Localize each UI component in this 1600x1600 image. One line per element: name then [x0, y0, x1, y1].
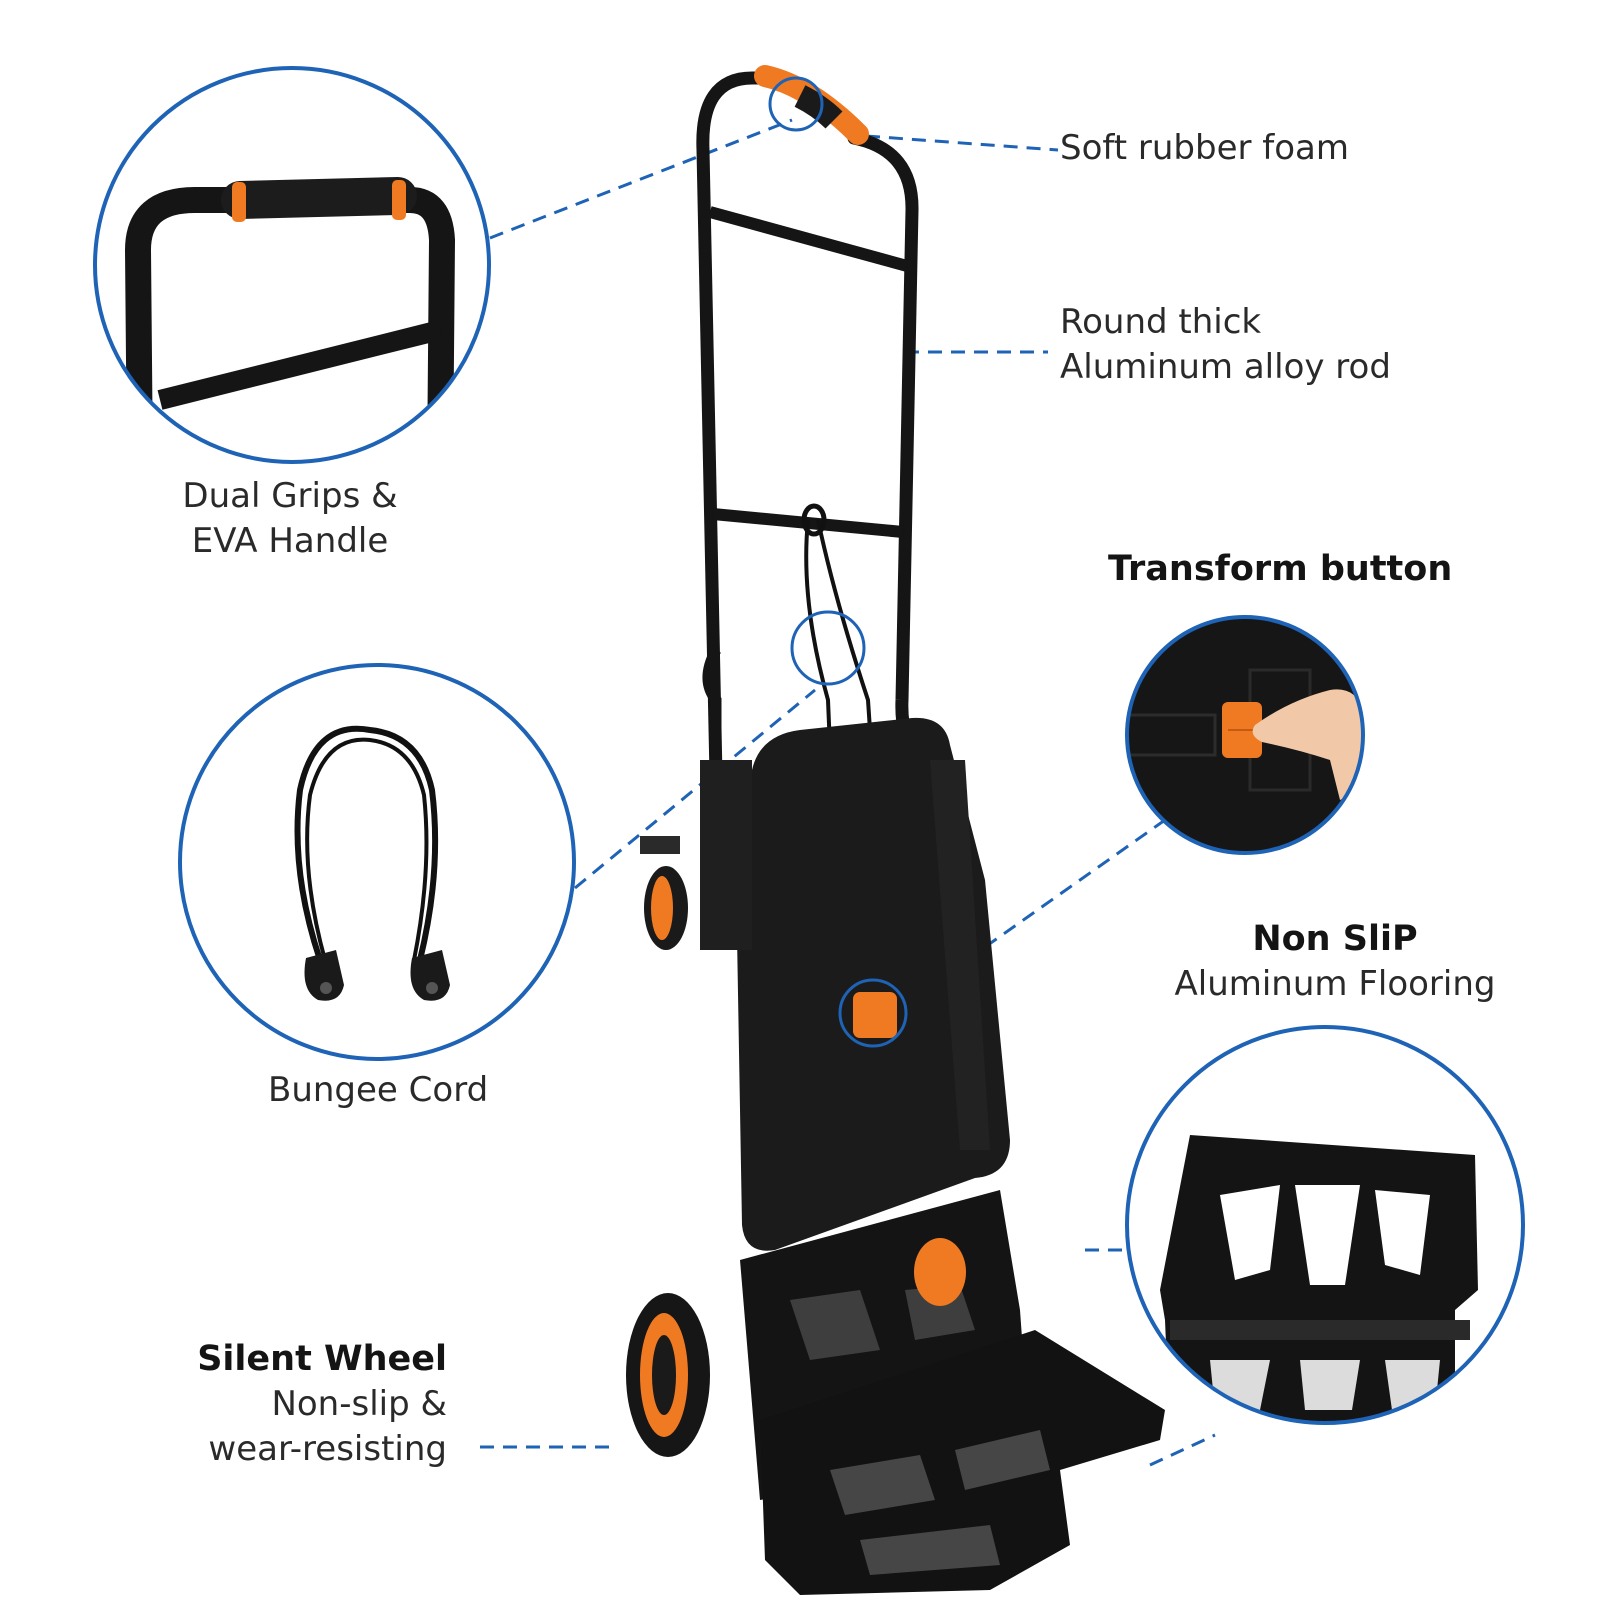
label-transform-button: Transform button [1108, 549, 1453, 589]
label-wheel-title: Silent Wheel [197, 1339, 447, 1379]
label-wheel-line1: Non-slip & [271, 1384, 447, 1425]
label-non-slip-sub: Aluminum Flooring [1174, 964, 1496, 1005]
label-grips-line1: Dual Grips & [182, 476, 398, 516]
handle-grip-detail [93, 66, 491, 464]
label-dual-grips: Dual Grips & EVA Handle [160, 474, 420, 564]
label-non-slip-title: Non SliP [1252, 919, 1418, 959]
detail-markers [768, 76, 908, 1048]
label-grips-line2: EVA Handle [191, 520, 389, 561]
label-wheel-line2: wear-resisting [208, 1429, 447, 1470]
transform-button-detail [1125, 615, 1365, 855]
label-rod-line1: Round thick [1060, 302, 1262, 342]
label-silent-wheel: Silent Wheel Non-slip & wear-resisting [150, 1336, 447, 1472]
label-non-slip: Non SliP Aluminum Flooring [1170, 916, 1500, 1007]
bungee-cord-detail [178, 663, 576, 1061]
label-aluminum-rod: Round thick Aluminum alloy rod [1060, 300, 1391, 390]
hand-truck [626, 65, 1165, 1595]
label-soft-rubber-foam: Soft rubber foam [1060, 128, 1350, 168]
label-rod-line2: Aluminum alloy rod [1060, 346, 1391, 387]
label-bungee-cord: Bungee Cord [268, 1070, 489, 1110]
aluminum-flooring-detail [1125, 1025, 1525, 1425]
